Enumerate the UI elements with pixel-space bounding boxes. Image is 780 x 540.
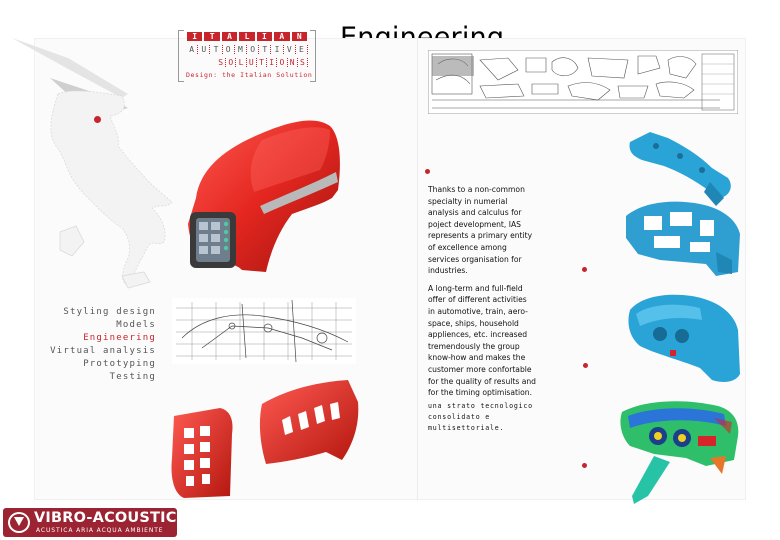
logo-letter: O (223, 45, 235, 54)
logo-letter: T (259, 45, 272, 54)
paragraph-italian: una strato tecnologico consolidato e mul… (428, 401, 533, 432)
logo-letter: E (296, 45, 309, 54)
page-fold (417, 39, 418, 501)
logo-letter: T (257, 58, 268, 67)
logo-letter: A (274, 32, 290, 41)
menu-item-virtual-analysis[interactable]: Virtual analysis (50, 346, 156, 356)
blue-dashboard-assembly-icon (628, 294, 740, 382)
logo-letter: T (210, 45, 223, 54)
logo-letter: T (204, 32, 220, 41)
logo-letter: L (239, 32, 255, 41)
blue-dashboard-frame-icon (626, 201, 740, 276)
blue-dashboard-part-icon (629, 132, 731, 206)
logo-bracket-left (178, 30, 184, 82)
logo-letter: V (284, 45, 296, 54)
logo-letter: U (198, 45, 211, 54)
logo-letter: M (235, 45, 248, 54)
logo-bracket-right (310, 30, 316, 82)
red-cover-parts-icon (171, 380, 359, 498)
logo-letter: O (277, 58, 288, 67)
logo-letter: U (247, 58, 257, 67)
menu-item-testing[interactable]: Testing (109, 372, 156, 382)
tractor-hood-icon (188, 120, 340, 273)
engineering-description: Thanks to a non-common specialty in nume… (428, 184, 536, 440)
logo-tagline: Design: the Italian Solution (186, 71, 313, 79)
logo-letter: I (271, 45, 284, 54)
vibro-acoustic-subtitle: ACUSTICA ARIA ACQUA AMBIENTE (36, 527, 164, 534)
logo-letter: O (226, 58, 237, 67)
logo-letter: S (298, 58, 308, 67)
menu-item-models[interactable]: Models (116, 320, 156, 330)
map-location-dot (94, 116, 101, 123)
vibro-acoustic-mark-icon (8, 512, 30, 533)
part-dot (583, 363, 588, 368)
menu-item-prototyping[interactable]: Prototyping (83, 359, 156, 369)
technical-drawing-strip-icon (428, 50, 738, 114)
paragraph-specialty: Thanks to a non-common specialty in nume… (428, 185, 533, 276)
italy-map-icon (12, 38, 173, 289)
logo-letter: A (221, 32, 238, 41)
logo-letter: I (267, 58, 278, 67)
vibro-acoustic-name: VIBRO-ACOUSTIC (34, 510, 177, 526)
logo-letter: L (236, 58, 247, 67)
logo-letter: I (256, 32, 273, 41)
part-dot (582, 267, 587, 272)
part-dot (582, 463, 587, 468)
logo-letter: A (186, 45, 199, 54)
logo-letter: S (216, 58, 227, 67)
section-menu: Styling design Models Engineering Virtua… (40, 306, 156, 384)
menu-item-styling-design[interactable]: Styling design (63, 307, 156, 317)
logo-letter: I (187, 32, 203, 41)
blueprint-drawing-icon (172, 298, 356, 364)
vibro-acoustic-logo: VIBRO-ACOUSTIC ACUSTICA ARIA ACQUA AMBIE… (3, 508, 177, 537)
bullet-dot (425, 169, 430, 174)
paragraph-offer: A long-term and full-field offer of diff… (428, 283, 536, 398)
logo-letter: N (288, 58, 298, 67)
logo-letter: N (291, 32, 307, 41)
logo-letter: O (247, 45, 260, 54)
menu-item-engineering[interactable]: Engineering (83, 333, 156, 343)
colored-fem-dashboard-icon (620, 401, 739, 504)
